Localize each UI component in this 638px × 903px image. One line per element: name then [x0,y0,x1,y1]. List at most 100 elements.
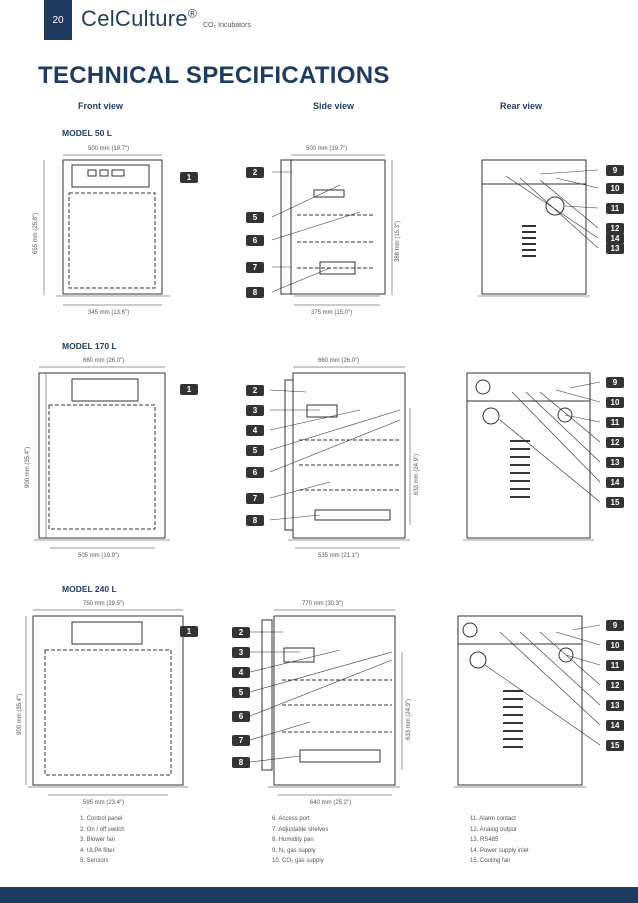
dim-240l-side-inner: 633 mm (24.9") [406,698,412,740]
dim-170l-side-width: 660 mm (26.0") [318,358,360,364]
dim-240l-front-base: 595 mm (23.4") [83,800,125,806]
front-view-240l [25,609,188,796]
page-number: 20 [44,0,72,40]
callout-170l-side-3: 3 [246,405,264,416]
model-heading-170l: MODEL 170 L [62,341,117,351]
callout-240l-rear-11: 11 [606,660,624,671]
callout-50l-side-7: 7 [246,262,264,273]
callout-170l-rear-13: 13 [606,457,624,468]
legend-item: 2. On / off switch [80,826,125,833]
side-view-170l [269,366,411,549]
callout-240l-side-3: 3 [232,647,250,658]
callout-240l-rear-12: 12 [606,680,624,691]
side-view-50l [271,154,393,306]
callout-50l-side-8: 8 [246,287,264,298]
footer-bar [0,887,638,903]
dim-240l-front-height: 900 mm (35.4") [17,693,23,735]
brand-name: CelCulture [81,6,188,31]
legend-item: 9. N₂ gas supply [272,847,316,854]
view-heading-front: Front view [78,101,124,111]
callout-50l-rear-14: 14 [606,233,624,244]
callout-240l-side-8: 8 [232,757,250,768]
legend-column-1: 1. Control panel 2. On / off switch 3. B… [80,814,125,867]
legend-item: 15. Cooling fan [470,858,511,865]
callout-50l-rear-12: 12 [606,223,624,234]
legend-item: 3. Blower fan [80,837,116,844]
callout-50l-side-2: 2 [246,167,264,178]
callout-50l-rear-11: 11 [606,203,624,214]
brand-logo: CelCulture® [81,6,197,32]
front-view-50l [43,154,170,306]
model-heading-240l: MODEL 240 L [62,584,117,594]
callout-50l-side-5: 5 [246,212,264,223]
rear-view-170l [463,372,601,541]
front-view-170l [34,366,170,549]
legend-item: 5. Sensors [80,858,109,865]
legend-item: 13. RS485 [470,837,499,844]
callout-50l-rear-13: 13 [606,243,624,254]
callout-170l-rear-10: 10 [606,397,624,408]
vent-slots [503,225,536,748]
rear-view-50l [478,159,599,297]
callout-240l-rear-15: 15 [606,740,624,751]
callout-50l-rear-10: 10 [606,183,624,194]
callout-170l-side-7: 7 [246,493,264,504]
legend-item: 8. Humidity pan [272,837,314,844]
dim-240l-side-base: 640 mm (25.2") [310,800,352,806]
legend-column-3: 11. Alarm contact 12. Analog output 13. … [470,814,529,867]
legend-item: 4. ULPA filter [80,847,115,854]
callout-240l-side-2: 2 [232,627,250,638]
callout-170l-side-2: 2 [246,385,264,396]
callout-240l-rear-14: 14 [606,720,624,731]
callout-240l-side-6: 6 [232,711,250,722]
dim-50l-side-width: 500 mm (19.7") [306,146,348,152]
legend-item: 10. CO₂ gas supply [272,858,324,865]
dim-170l-front-width: 660 mm (26.0") [83,358,125,364]
dim-170l-side-base: 535 mm (21.1") [318,553,360,559]
dim-50l-front-height: 655 mm (25.8") [33,212,39,254]
callout-240l-side-7: 7 [232,735,250,746]
legend-item: 6. Access port [272,816,310,822]
legend-item: 1. Control panel [80,816,123,822]
callout-50l-front-1: 1 [180,172,198,183]
dim-170l-side-inner: 633 mm (24.9") [414,453,420,495]
callout-170l-rear-15: 15 [606,497,624,508]
callout-170l-front-1: 1 [180,384,198,395]
callout-240l-front-1: 1 [180,626,198,637]
dim-170l-front-height: 900 mm (35.4") [25,446,31,488]
legend-item: 14. Power supply inlet [470,847,529,854]
callout-50l-side-6: 6 [246,235,264,246]
callout-240l-side-4: 4 [232,667,250,678]
callout-170l-side-4: 4 [246,425,264,436]
dim-240l-front-width: 750 mm (29.5") [83,601,125,607]
model-heading-50l: MODEL 50 L [62,128,112,138]
callout-240l-rear-9: 9 [606,620,624,631]
dim-50l-side-inner: 388 mm (15.3") [395,220,401,262]
callout-170l-rear-14: 14 [606,477,624,488]
rear-view-240l [454,615,601,788]
dim-170l-front-base: 505 mm (19.9") [78,553,120,559]
brand-subtitle: CO₂ Incubators [203,22,251,29]
callout-170l-side-8: 8 [246,515,264,526]
callout-170l-side-5: 5 [246,445,264,456]
legend-item: 12. Analog output [470,826,517,833]
callout-240l-rear-10: 10 [606,640,624,651]
view-heading-rear: Rear view [500,101,543,111]
callout-170l-side-6: 6 [246,467,264,478]
callout-170l-rear-11: 11 [606,417,624,428]
callout-50l-rear-9: 9 [606,165,624,176]
legend-column-2: 6. Access port 7. Adjustable shelves 8. … [272,814,328,867]
view-heading-side: Side view [313,101,355,111]
legend-item: 7. Adjustable shelves [272,826,329,833]
brand-registered-mark: ® [187,6,198,21]
dim-50l-side-base: 375 mm (15.0") [311,310,353,316]
legend-item: 11. Alarm contact [470,816,516,822]
callout-170l-rear-12: 12 [606,437,624,448]
dim-240l-side-width: 770 mm (30.3") [302,601,344,607]
side-view-240l [249,609,403,796]
callout-240l-side-5: 5 [232,687,250,698]
page-title: TECHNICAL SPECIFICATIONS [38,62,390,89]
callout-240l-rear-13: 13 [606,700,624,711]
callout-170l-rear-9: 9 [606,377,624,388]
